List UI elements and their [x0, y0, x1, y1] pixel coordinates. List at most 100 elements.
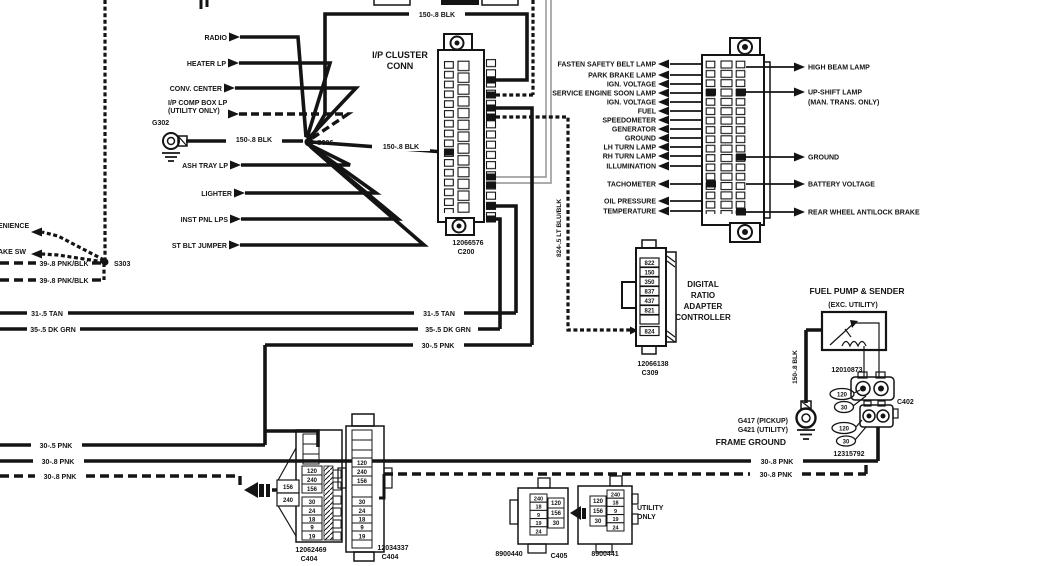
label-brake-sw: AKE SW [0, 249, 26, 256]
label-splice-s306: S306 [317, 140, 333, 147]
drac-pin-837: 837 [644, 290, 655, 296]
label-c402: C402 [897, 399, 914, 406]
drac-pin-350: 350 [644, 280, 655, 286]
fuel-pump-sender-box [820, 310, 888, 377]
label-dkgrn: 35-.5 DK GRN [30, 327, 76, 334]
label-utility-only-1: UTILITY [637, 505, 664, 512]
c405b-pin-9: 9 [614, 509, 617, 515]
label-high-beam: HIGH BEAM LAMP [808, 65, 870, 72]
label-c404a-conn: C404 [301, 556, 318, 563]
panel-label-generator: GENERATOR [612, 127, 656, 134]
pin-oval-120-b: 120 [839, 427, 850, 433]
c404a-pin-24: 24 [309, 509, 316, 515]
c404b-pin-120: 120 [357, 461, 368, 467]
label-150blk-vertical: 150-.8 BLK [792, 350, 799, 384]
label-rwal: REAR WHEEL ANTILOCK BRAKE [808, 210, 920, 217]
c404b-pin-30: 30 [359, 500, 366, 506]
svg-text:150-.8 BLK: 150-.8 BLK [236, 137, 272, 144]
panel-label-fasten-belt: FASTEN SAFETY BELT LAMP [557, 62, 656, 69]
panel-label-temperature: TEMPERATURE [603, 209, 656, 216]
drac-name-3: ADAPTER [684, 302, 723, 311]
label-frame-ground: FRAME GROUND [716, 437, 786, 447]
label-drac-conn: C309 [642, 370, 659, 377]
label-c405a-part: 8900440 [495, 551, 522, 558]
label-c405b-part: 8900441 [591, 551, 618, 558]
label-comp-box-1: I/P COMP BOX LP [168, 100, 228, 107]
splice-s303-dot [101, 258, 109, 266]
label-radio: RADIO [204, 35, 227, 42]
label-c404a-part: 12062469 [295, 547, 326, 554]
connector-c404b [337, 413, 393, 562]
label-c405a-conn: C405 [551, 553, 568, 560]
wire-label-150blk-cluster: 150-.8 BLK [372, 141, 430, 151]
drac-name-2: RATIO [691, 291, 715, 300]
c405b-pin-30: 30 [595, 519, 602, 525]
bus-wires [0, 106, 880, 500]
label-conv-center: CONV. CENTER [170, 86, 222, 93]
svg-text:150-.8 BLK: 150-.8 BLK [383, 144, 419, 151]
label-fuel-part-lower: 12315792 [833, 451, 864, 458]
label-lighter: LIGHTER [201, 191, 232, 198]
branch-arrows [224, 32, 245, 250]
connector-c405a [509, 477, 569, 554]
panel-label-lh-turn: LH TURN LAMP [604, 145, 657, 152]
label-up-shift: UP-SHIFT LAMP [808, 90, 862, 97]
label-dkgrn-mid: 35-.5 DK GRN [425, 327, 471, 334]
panel-label-ign-voltage-1: IGN. VOLTAGE [607, 82, 656, 89]
label-c200-part: 12066576 [452, 240, 483, 247]
label-heater-lp: HEATER LP [187, 61, 226, 68]
drac-name-1: DIGITAL [687, 280, 719, 289]
fuel-connector-lower [831, 400, 899, 447]
c404b-pin-24: 24 [359, 509, 366, 515]
label-drac-part: 12066138 [637, 361, 668, 368]
title-fuel-pump: FUEL PUMP & SENDER [809, 286, 904, 296]
connector-panel [701, 37, 771, 243]
panel-label-tachometer: TACHOMETER [607, 182, 656, 189]
subtitle-fuel-pump: (EXC. UTILITY) [828, 302, 877, 309]
label-inst-pnl: INST PNL LPS [181, 217, 229, 224]
c404a-pin-120: 120 [307, 469, 318, 475]
c405b-pin-240: 240 [611, 493, 620, 499]
drac-pin-824: 824 [644, 330, 655, 336]
drac-pin-822: 822 [644, 261, 655, 267]
label-utility-only-2: ONLY [637, 514, 656, 521]
c404a-side-156: 156 [283, 485, 294, 491]
label-pnk5-mid: 30-.5 PNK [422, 343, 455, 350]
label-pnk8: 30-.8 PNK [42, 459, 75, 466]
label-c404b-conn: C404 [382, 554, 399, 561]
panel-label-ses-lamp: SERVICE ENGINE SOON LAMP [552, 91, 656, 98]
label-convenience: ENIENCE [0, 223, 29, 230]
c405b-pin-120: 120 [593, 499, 604, 505]
label-pnk8-right: 30-.8 PNK [761, 459, 794, 466]
c405b-pin-18: 18 [612, 501, 618, 507]
label-c200-conn: C200 [458, 249, 475, 256]
c405a-pin-24: 24 [535, 529, 542, 535]
connector-c200 [437, 0, 638, 335]
connector-c404a [244, 429, 343, 543]
label-fuel-part-upper: 12010873 [831, 367, 862, 374]
label-battery-voltage: BATTERY VOLTAGE [808, 182, 875, 189]
label-g417: G417 (PICKUP) [738, 418, 788, 425]
label-g421: G421 (UTILITY) [738, 427, 788, 434]
ground-g302-icon [162, 132, 188, 162]
fuel-connector-c402 [829, 371, 895, 414]
panel-label-speedometer: SPEEDOMETER [602, 118, 656, 125]
label-comp-box-2: (UTILITY ONLY) [168, 108, 220, 115]
label-g302: G302 [152, 120, 169, 127]
label-splice-s303: S303 [114, 261, 130, 268]
panel-label-oil-pressure: OIL PRESSURE [604, 199, 656, 206]
label-ash-tray: ASH TRAY LP [182, 163, 228, 170]
panel-label-ground: GROUND [625, 136, 656, 143]
c404b-pin-156: 156 [357, 479, 368, 485]
c405a-pin-240: 240 [534, 497, 543, 503]
label-tan-mid: 31-.5 TAN [423, 311, 455, 318]
pin-oval-30-b: 30 [843, 440, 850, 446]
drac-pin-821: 821 [644, 309, 655, 315]
c404b-pin-19: 19 [359, 535, 366, 541]
label-39-pnkblk-2: 39-.8 PNK/BLK [39, 278, 88, 285]
label-ground-right: GROUND [808, 155, 839, 162]
c405a-pin-30: 30 [553, 521, 560, 527]
